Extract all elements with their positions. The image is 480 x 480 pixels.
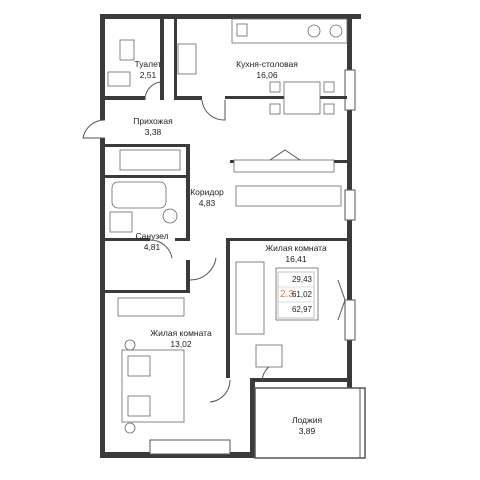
living2-furniture <box>117 297 185 434</box>
summary-box <box>277 271 315 319</box>
room-hall-label: Прихожая 3,38 <box>133 116 172 138</box>
room-bathroom-label: Санузел 4,81 <box>135 231 168 253</box>
room-area: 4,83 <box>198 198 216 208</box>
kitchen-furniture <box>177 18 348 173</box>
room-kitchen-label: Кухня-столовая 16,06 <box>236 59 298 81</box>
room-name: Кухня-столовая <box>236 59 298 69</box>
room-name: Жилая комната <box>150 328 212 338</box>
room-loggia-label: Лоджия 3,89 <box>292 415 322 437</box>
room-living1-label: Жилая комната 16,41 <box>265 243 326 265</box>
total-area-value: 61,02 <box>291 290 312 299</box>
windows <box>149 69 356 455</box>
loggia-outline <box>254 387 366 459</box>
total-with-loggia-value: 62,97 <box>291 305 312 314</box>
corridor-wardrobe <box>235 185 342 207</box>
room-area: 3,89 <box>298 426 316 436</box>
room-name: Прихожая <box>133 116 173 126</box>
room-area: 16,41 <box>285 254 307 264</box>
living-area-value: 29,43 <box>291 275 312 284</box>
room-area: 4,81 <box>143 242 161 252</box>
room-toilet-label: Туалет 2,51 <box>135 59 162 81</box>
room-area: 2,51 <box>139 70 157 80</box>
room-name: Туалет <box>134 59 162 69</box>
room-name: Лоджия <box>291 415 323 425</box>
bathroom-fixtures <box>109 149 181 233</box>
room-living2-label: Жилая комната 13,02 <box>150 328 211 350</box>
room-name: Санузел <box>135 231 169 241</box>
room-corridor-label: Коридор 4,83 <box>190 187 224 209</box>
room-name: Жилая комната <box>265 243 327 253</box>
rooms-count: 2.3 <box>280 289 294 300</box>
room-area: 16,06 <box>256 70 278 80</box>
room-area: 3,38 <box>144 127 162 137</box>
toilet-fixtures <box>107 39 135 87</box>
room-name: Коридор <box>190 187 224 197</box>
room-area: 13,02 <box>170 339 192 349</box>
